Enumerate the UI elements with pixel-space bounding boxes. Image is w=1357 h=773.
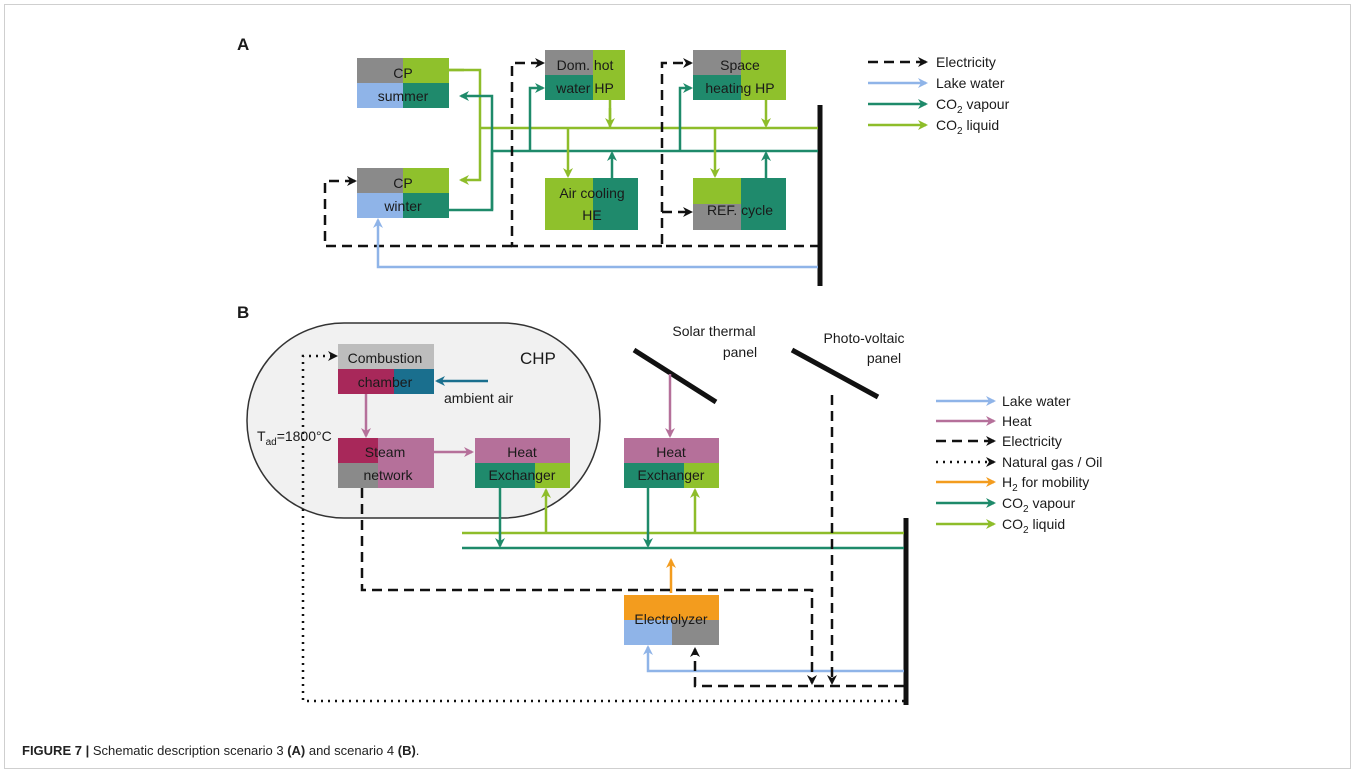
svg-text:chamber: chamber: [358, 374, 413, 390]
svg-text:Lake water: Lake water: [1002, 393, 1071, 409]
svg-text:Exchanger: Exchanger: [638, 467, 705, 483]
svg-text:CP: CP: [393, 65, 412, 81]
svg-text:H2 for mobility: H2 for mobility: [1002, 474, 1089, 494]
svg-text:CO2 liquid: CO2 liquid: [1002, 516, 1065, 536]
panel-b: B CHP Combustion chamber ambient air Tad…: [237, 303, 1102, 705]
svg-text:summer: summer: [378, 88, 429, 104]
svg-text:network: network: [363, 467, 413, 483]
svg-text:Combustion: Combustion: [348, 350, 423, 366]
panel-a-legend: Electricity Lake water CO2 vapour CO2 li…: [868, 54, 1010, 137]
svg-text:Steam: Steam: [365, 444, 405, 460]
figure-frame: [4, 4, 1351, 769]
svg-text:Natural gas / Oil: Natural gas / Oil: [1002, 454, 1102, 470]
svg-text:Electrolyzer: Electrolyzer: [634, 611, 707, 627]
cp-summer-block: CP summer: [357, 58, 449, 108]
chp-label: CHP: [520, 349, 556, 368]
photovoltaic-panel: [790, 347, 880, 400]
svg-text:Heat: Heat: [507, 444, 537, 460]
svg-text:Solar thermal: Solar thermal: [672, 323, 755, 339]
panel-b-letter: B: [237, 303, 249, 322]
heat-exchanger-solar-block: Heat Exchanger: [624, 438, 719, 488]
svg-text:CO2 vapour: CO2 vapour: [936, 96, 1010, 116]
panel-a-letter: A: [237, 35, 249, 54]
svg-text:CP: CP: [393, 175, 412, 191]
svg-text:panel: panel: [723, 344, 757, 360]
combustion-chamber-block: Combustion chamber: [338, 344, 434, 394]
svg-text:Lake water: Lake water: [936, 75, 1005, 91]
dom-hot-water-hp-block: Dom. hot water HP: [545, 50, 625, 100]
svg-text:HE: HE: [582, 207, 601, 223]
svg-text:Electricity: Electricity: [1002, 433, 1062, 449]
tad-label: Tad=1800°C: [257, 428, 332, 448]
svg-text:Space: Space: [720, 57, 760, 73]
electrolyzer-block: Electrolyzer: [624, 595, 719, 645]
space-heating-hp-block: Space heating HP: [693, 50, 786, 100]
svg-text:heating HP: heating HP: [705, 80, 774, 96]
air-cooling-he-block: Air cooling HE: [545, 178, 638, 230]
svg-text:Heat: Heat: [656, 444, 686, 460]
svg-text:Air cooling: Air cooling: [559, 185, 624, 201]
svg-text:Dom. hot: Dom. hot: [557, 57, 614, 73]
svg-text:winter: winter: [383, 198, 422, 214]
svg-text:REF. cycle: REF. cycle: [707, 202, 773, 218]
svg-text:water HP: water HP: [555, 80, 614, 96]
solar-thermal-panel: [632, 347, 718, 405]
svg-text:Heat: Heat: [1002, 413, 1032, 429]
panel-a: A CP summer CP winter: [237, 35, 1010, 286]
svg-text:Photo-voltaic: Photo-voltaic: [824, 330, 905, 346]
heat-exchanger-chp-block: Heat Exchanger: [475, 438, 570, 488]
svg-text:panel: panel: [867, 350, 901, 366]
steam-network-block: Steam network: [338, 438, 434, 488]
svg-text:CO2 vapour: CO2 vapour: [1002, 495, 1076, 515]
panel-b-legend: Lake water Heat Electricity Natural gas …: [936, 393, 1102, 536]
ambient-air-label: ambient air: [444, 390, 514, 406]
svg-text:CO2 liquid: CO2 liquid: [936, 117, 999, 137]
svg-text:Exchanger: Exchanger: [489, 467, 556, 483]
figure-caption: FIGURE 7 | Schematic description scenari…: [22, 743, 420, 758]
ref-cycle-block: REF. cycle: [693, 178, 786, 230]
svg-text:Electricity: Electricity: [936, 54, 996, 70]
cp-winter-block: CP winter: [357, 168, 449, 218]
